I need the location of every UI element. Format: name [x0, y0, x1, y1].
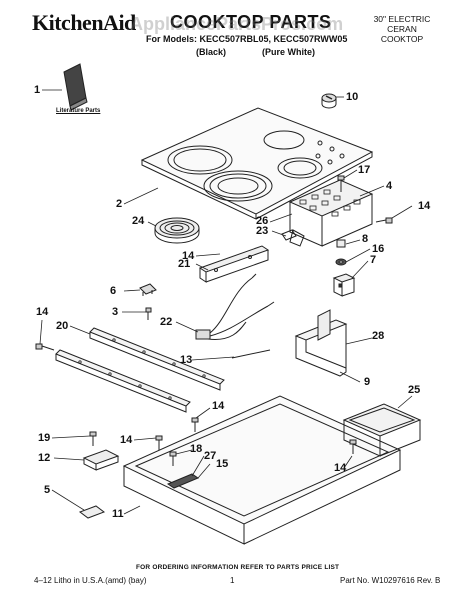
- callout-17: 17: [358, 164, 371, 176]
- callout-27: 27: [204, 450, 217, 462]
- screw-14-right: [375, 217, 393, 224]
- models-line: For Models: KECC507RBL05, KECC507RWW05: [146, 34, 348, 44]
- part-number: Part No. W10297616 Rev. B: [340, 576, 441, 585]
- base-box: [122, 395, 402, 545]
- radiant-element: [154, 217, 200, 244]
- literature-booklet: [63, 63, 88, 111]
- bracket-5: [78, 505, 106, 519]
- brand-logo: KitchenAid: [32, 10, 136, 35]
- control-knob: [321, 93, 337, 109]
- washer-16: [335, 258, 347, 266]
- product-line-3: COOKTOP: [380, 34, 424, 44]
- page-title: COOKTOP PARTS: [170, 12, 332, 32]
- callout-2: 2: [116, 198, 123, 210]
- page-number: 1: [230, 576, 235, 585]
- callout-6: 6: [110, 285, 117, 297]
- callout-25: 25: [408, 384, 421, 396]
- screw-14-lower-c: [349, 439, 357, 454]
- callout-11: 11: [112, 508, 124, 520]
- callout-22: 22: [160, 316, 173, 328]
- shield-28: [294, 309, 348, 377]
- callout-7: 7: [370, 254, 377, 266]
- callout-3: 3: [112, 306, 119, 318]
- part-23: [281, 229, 297, 241]
- callout-15: 15: [216, 458, 229, 470]
- wire-13: [231, 349, 271, 359]
- callout-12: 12: [38, 452, 51, 464]
- screw-3: [145, 307, 152, 320]
- callout-20: 20: [56, 320, 69, 332]
- color-black-label: (Black): [196, 47, 227, 57]
- callout-10: 10: [346, 91, 359, 103]
- terminal-box: [342, 403, 422, 457]
- callout-1: 1: [34, 84, 41, 96]
- litho-info: 4–12 Litho in U.S.A.(amd) (bay): [34, 576, 147, 585]
- ordering-note: FOR ORDERING INFORMATION REFER TO PARTS …: [136, 564, 340, 571]
- product-line-2: CERAN: [387, 24, 417, 34]
- product-line-1: 30" ELECTRIC: [373, 14, 431, 24]
- product-description: 30" ELECTRIC CERAN COOKTOP: [362, 14, 442, 44]
- callout-23: 23: [256, 225, 269, 237]
- callout-14-e: 14: [120, 434, 133, 446]
- clip-6: [139, 283, 157, 296]
- screw-14-lower-b: [191, 417, 199, 432]
- callout-28: 28: [372, 330, 385, 342]
- callout-14-f: 14: [334, 462, 347, 474]
- switch-7: [332, 273, 356, 297]
- cooktop-glass: [140, 107, 374, 220]
- callout-18: 18: [190, 443, 203, 455]
- callout-14-c: 14: [36, 306, 49, 318]
- callout-4: 4: [386, 180, 393, 192]
- callout-8: 8: [362, 233, 369, 245]
- bracket-21: [198, 245, 270, 283]
- color-white-label: (Pure White): [262, 47, 315, 57]
- wire-harness: [195, 273, 275, 340]
- bracket-12: [82, 449, 120, 471]
- callout-13: 13: [180, 354, 193, 366]
- callout-19: 19: [38, 432, 51, 444]
- callout-5: 5: [44, 484, 51, 496]
- screw-14-lower-a: [155, 435, 163, 450]
- callout-14-d: 14: [212, 400, 225, 412]
- callout-16: 16: [372, 243, 385, 255]
- callout-21: 21: [178, 258, 191, 270]
- callout-14-b: 14: [182, 250, 195, 262]
- switch-housing: [288, 179, 374, 247]
- callout-14-a: 14: [418, 200, 431, 212]
- literature-parts-label: Literature Parts: [56, 108, 101, 114]
- callout-24: 24: [132, 215, 145, 227]
- screw-19: [89, 431, 97, 446]
- side-rails: [55, 327, 225, 413]
- spacer-8: [336, 239, 346, 248]
- callout-26: 26: [256, 215, 269, 227]
- screw-14-left: [35, 343, 55, 351]
- callout-9: 9: [364, 376, 371, 388]
